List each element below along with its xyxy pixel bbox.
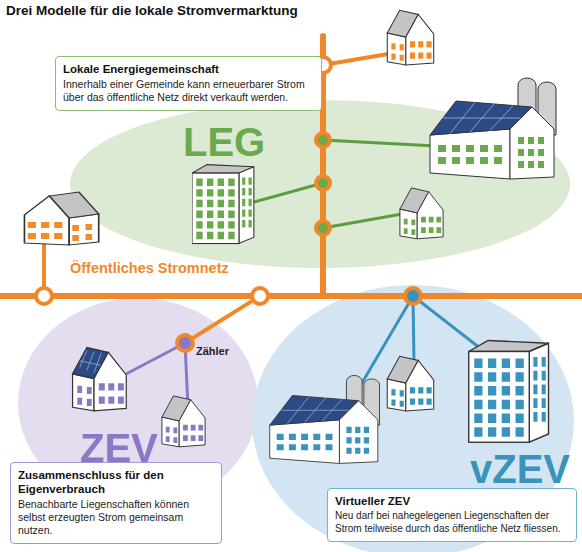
grid-line [323, 53, 394, 65]
callout-heading: Zusammenschluss für den Eigenverbrauch [18, 468, 214, 496]
grid-line [42, 242, 46, 296]
grid-label: Öffentliches Stromnetz [70, 260, 229, 276]
grid-connection [36, 288, 52, 304]
house [387, 10, 433, 65]
meter-label: Zähler [196, 345, 229, 357]
callout-heading: Lokale Energiegemeinschaft [63, 62, 314, 76]
grid-line [0, 293, 582, 299]
region-ellipse [70, 100, 570, 268]
model-region: LEG [70, 100, 570, 268]
grid-connection [252, 288, 268, 304]
callout-heading: Virtueller ZEV [335, 494, 569, 508]
region-shape [70, 100, 570, 268]
region-label: LEG [183, 122, 265, 162]
callout-body: Benachbarte Liegenschaften können selbst… [18, 498, 214, 537]
diagram-title: Drei Modelle für die lokale Stromvermark… [6, 3, 298, 18]
callout-box: Zusammenschluss für den EigenverbrauchBe… [10, 462, 222, 544]
region-label: vZEV [470, 449, 570, 489]
callout-box: Virtueller ZEV Neu darf bei nahegelegenen… [327, 488, 577, 542]
callout-body: Innerhalb einer Gemeinde kann erneuerbar… [63, 78, 314, 104]
callout-body: Neu darf bei nahegelegenen Liegenschafte… [335, 510, 569, 535]
power-grid [0, 36, 582, 343]
region-ellipse [18, 298, 258, 508]
region-ellipse [252, 285, 574, 552]
callout-box: Lokale EnergiegemeinschaftInnerhalb eine… [55, 56, 322, 111]
